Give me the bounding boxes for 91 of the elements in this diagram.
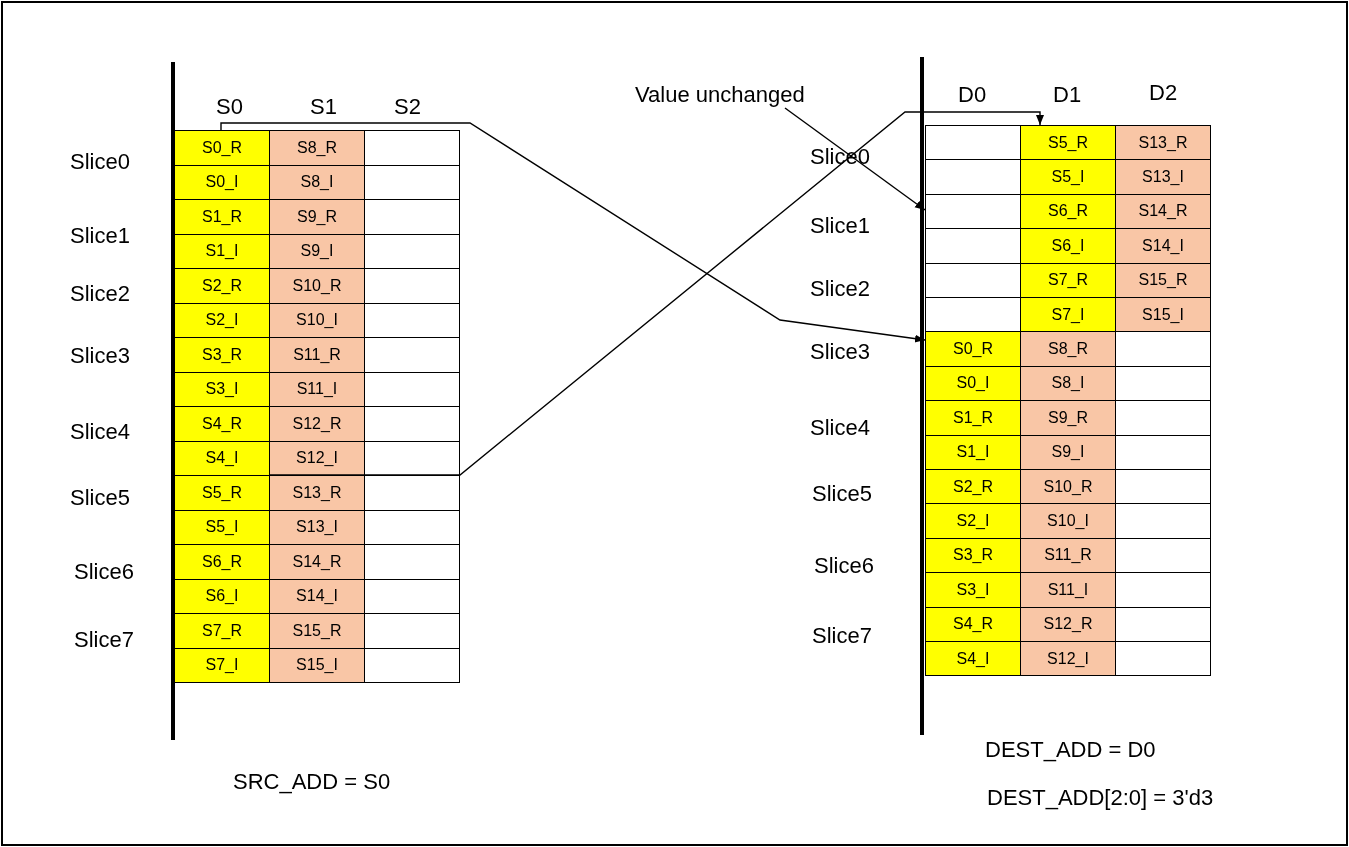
table-cell: S15_I (1115, 297, 1211, 333)
row-label: Slice3 (70, 345, 130, 367)
column-header: S1 (310, 96, 337, 118)
note-text: DEST_ADD[2:0] = 3'd3 (987, 787, 1214, 809)
table-cell: S7_R (1020, 262, 1116, 298)
table-cell: S8_R (269, 130, 365, 166)
note-text: DEST_ADD = D0 (985, 739, 1156, 761)
row-label: Slice5 (70, 487, 130, 509)
table-cell: S9_I (1020, 434, 1116, 470)
table-cell: S1_R (925, 400, 1021, 436)
table-cell: S11_I (1020, 572, 1116, 608)
table-cell: S6_R (1020, 193, 1116, 230)
table-cell: S10_I (269, 302, 365, 338)
table-cell: S3_I (925, 572, 1021, 608)
table-cell: S2_R (174, 268, 270, 304)
table-cell: S10_R (269, 268, 365, 304)
table-cell: S2_I (174, 302, 270, 338)
table-cell: S11_I (269, 371, 365, 407)
table-cell: S0_I (174, 164, 270, 200)
table-cell: S7_R (174, 613, 270, 649)
row-label: Slice3 (810, 341, 870, 363)
arrow (220, 122, 926, 343)
table-cell: S12_I (1020, 641, 1116, 677)
table-cell: S3_R (174, 337, 270, 373)
table-cell: S14_I (269, 578, 365, 614)
table-cell: S5_R (174, 475, 270, 511)
column-header: D0 (958, 84, 987, 106)
table-cell: S9_I (269, 233, 365, 269)
row-label: Slice4 (810, 417, 870, 439)
table-cell: S10_R (1020, 469, 1116, 505)
table-cell: S4_R (174, 406, 270, 442)
column-header: D2 (1149, 82, 1178, 104)
table-cell: S4_I (174, 440, 270, 476)
table-cell: S12_R (269, 406, 365, 442)
table-cell: S1_I (925, 434, 1021, 470)
table-cell: S15_I (269, 647, 365, 683)
row-label: Slice1 (810, 215, 870, 237)
row-label: Slice6 (814, 555, 874, 577)
row-label: Slice4 (70, 421, 130, 443)
table-cell: S8_I (1020, 365, 1116, 402)
table-cell: S6_I (174, 578, 270, 614)
table-cell: S2_R (925, 469, 1021, 505)
table-cell: S14_R (1115, 193, 1211, 230)
table-cell: S6_I (1020, 228, 1116, 264)
table-cell: S14_I (1115, 228, 1211, 264)
table-cell: S7_I (174, 647, 270, 683)
table-cell: S0_R (925, 331, 1021, 367)
table-cell: S4_R (925, 606, 1021, 642)
table-cell: S8_I (269, 164, 365, 200)
column-header: D1 (1053, 84, 1082, 106)
table-cell: S1_R (174, 199, 270, 235)
table-cell: S1_I (174, 233, 270, 269)
table-cell: S0_I (925, 365, 1021, 402)
leader-line (784, 107, 926, 211)
note-text: SRC_ADD = S0 (233, 771, 391, 793)
column-header: S2 (394, 96, 421, 118)
row-label: Slice5 (812, 483, 872, 505)
table-cell: S5_R (1020, 125, 1116, 161)
table-cell: S13_I (1115, 159, 1211, 195)
table-cell: S9_R (1020, 400, 1116, 436)
callout-text: Value unchanged (635, 84, 805, 106)
table-cell: S9_R (269, 199, 365, 235)
table-cell: S12_R (1020, 606, 1116, 642)
table-cell: S10_I (1020, 503, 1116, 539)
table-cell: S3_R (925, 537, 1021, 574)
table-cell: S14_R (269, 544, 365, 580)
table-cell: S13_R (269, 475, 365, 511)
table-cell: S13_R (1115, 125, 1211, 161)
row-label: Slice1 (70, 225, 130, 247)
arrow (269, 111, 1044, 476)
row-label: Slice2 (70, 283, 130, 305)
table-cell: S7_I (1020, 297, 1116, 333)
table-cell: S3_I (174, 371, 270, 407)
table-cell: S11_R (269, 337, 365, 373)
table-cell: S0_R (174, 130, 270, 166)
table-cell: S15_R (269, 613, 365, 649)
table-cell: S5_I (174, 509, 270, 545)
column-header: S0 (216, 96, 243, 118)
table-cell: S8_R (1020, 331, 1116, 367)
table-cell: S4_I (925, 641, 1021, 677)
row-label: Slice2 (810, 278, 870, 300)
row-label: Slice7 (74, 629, 134, 651)
row-label: Slice7 (812, 625, 872, 647)
row-label: Slice6 (74, 561, 134, 583)
table-cell: S5_I (1020, 159, 1116, 195)
table-cell: S15_R (1115, 262, 1211, 298)
table-cell: S6_R (174, 544, 270, 580)
table-cell: S2_I (925, 503, 1021, 539)
table-cell: S11_R (1020, 537, 1116, 574)
table-cell: S13_I (269, 509, 365, 545)
row-label: Slice0 (70, 151, 130, 173)
